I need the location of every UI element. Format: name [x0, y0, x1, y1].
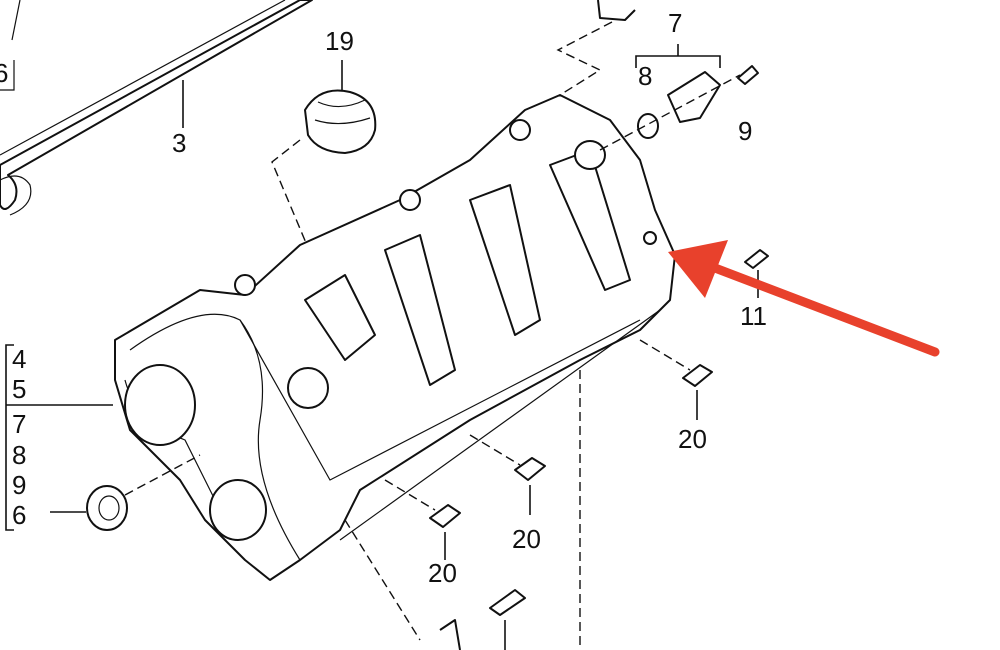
list-item-5: 5	[12, 374, 26, 404]
bracket-top	[597, 0, 636, 21]
callout-20-mid: 20	[512, 524, 541, 554]
list-item-8: 8	[12, 440, 26, 470]
dash-19	[271, 139, 331, 301]
oil-cap-part	[304, 89, 377, 154]
list-item-6: 6	[12, 500, 26, 530]
clip-20-left	[384, 479, 461, 560]
callout-8: 8	[638, 61, 652, 91]
screw-9-part	[737, 65, 759, 85]
gasket-part	[0, 0, 313, 216]
callout-9: 9	[738, 116, 752, 146]
list-item-4: 4	[12, 344, 26, 374]
dash-6	[124, 454, 201, 496]
red-arrow-annotation	[668, 240, 940, 357]
callout-20-right: 20	[678, 424, 707, 454]
bracket-left-list	[5, 344, 14, 531]
clip-20-mid	[469, 434, 546, 515]
dash-7	[599, 74, 741, 151]
callout-3: 3	[172, 128, 186, 158]
partial-part-top-left	[0, 0, 21, 91]
callout-19: 19	[325, 26, 354, 56]
callout-6-partial: 6	[0, 58, 8, 88]
seal-6-part	[86, 485, 128, 531]
dash-top	[556, 21, 613, 96]
dash-lower	[344, 519, 421, 641]
sensor-part	[667, 71, 721, 123]
list-item-7: 7	[12, 409, 26, 439]
bolt-bottom-part	[489, 589, 526, 616]
seal-ring-part	[637, 113, 659, 139]
callout-20-left: 20	[428, 558, 457, 588]
valve-cover-part	[114, 94, 676, 581]
bracket-bottom	[439, 619, 461, 650]
clip-20-right	[639, 339, 713, 420]
list-item-9: 9	[12, 470, 26, 500]
callout-11: 11	[740, 301, 767, 331]
bolt-11-part	[744, 249, 769, 269]
bracket-7	[635, 44, 721, 68]
callout-7: 7	[668, 8, 682, 38]
